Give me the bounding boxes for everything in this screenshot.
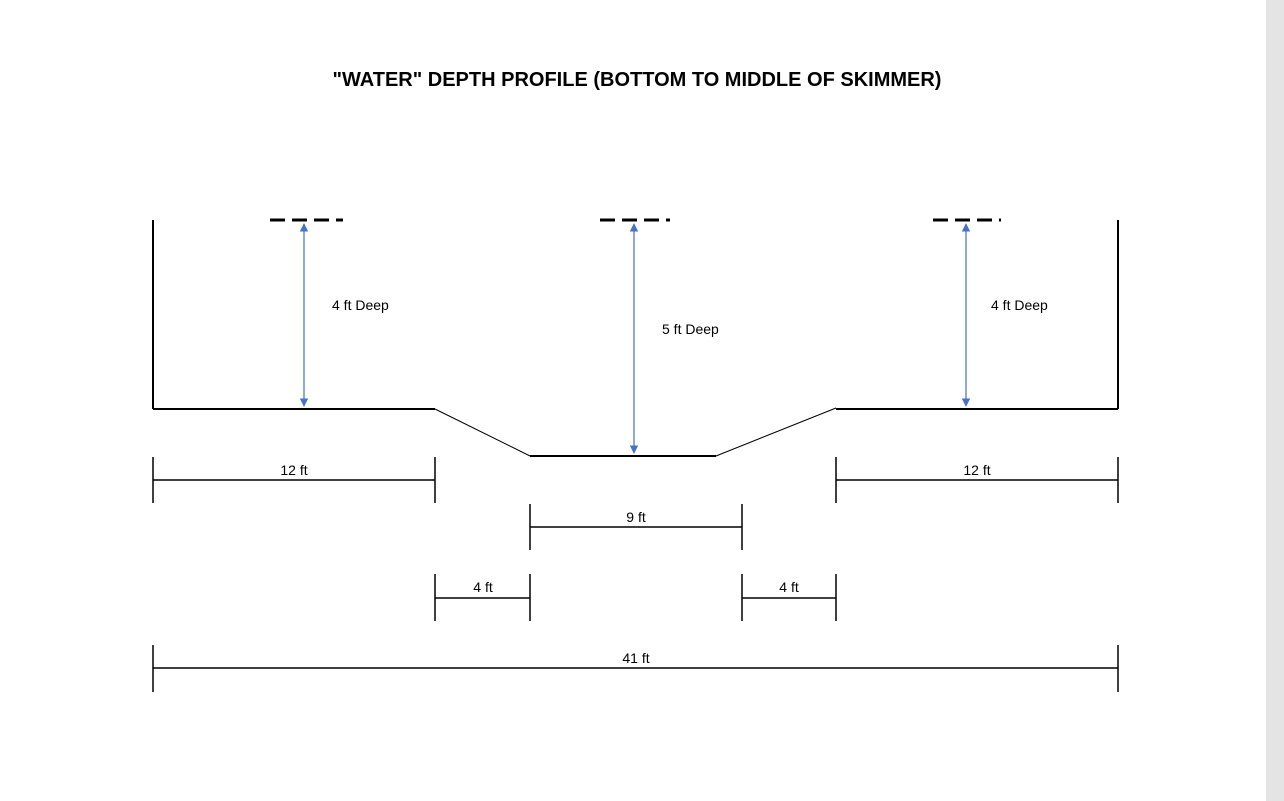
dimension-right-slope (741, 574, 837, 621)
dimension-center-bottom (529, 504, 743, 550)
depth-label-left: 4 ft Deep (332, 297, 389, 313)
diagram-title: "WATER" DEPTH PROFILE (BOTTOM TO MIDDLE … (333, 69, 942, 91)
dimension-lines (152, 457, 1119, 692)
left-slope (434, 408, 531, 457)
dimension-label-left-shelf: 12 ft (280, 462, 307, 478)
dimension-label-total: 41 ft (622, 650, 649, 666)
dimension-right-shelf (835, 457, 1119, 503)
depth-arrows (299, 223, 971, 454)
dimension-left-shelf (152, 457, 436, 503)
pond-profile-outline (152, 220, 1119, 457)
depth-label-center: 5 ft Deep (662, 321, 719, 337)
depth-label-right: 4 ft Deep (991, 297, 1048, 313)
dimension-label-center-bottom: 9 ft (626, 509, 646, 525)
dimension-label-right-slope: 4 ft (779, 579, 799, 595)
dimension-left-slope (434, 574, 531, 621)
dimension-label-left-slope: 4 ft (473, 579, 493, 595)
vertical-scrollbar[interactable] (1266, 0, 1284, 801)
dimension-total-width (152, 645, 1119, 692)
dimension-label-right-shelf: 12 ft (963, 462, 990, 478)
right-slope (715, 407, 837, 457)
